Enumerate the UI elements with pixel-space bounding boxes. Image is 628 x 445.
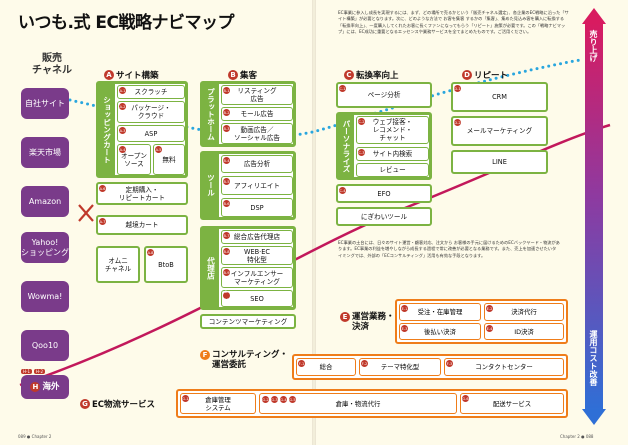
cost-dotted-line: [68, 58, 582, 139]
channel-heading: 販売 チャネル: [32, 53, 72, 76]
footer-left: 089 ● Chapter 2: [18, 434, 52, 439]
item-lively-tool: にぎわいツール: [336, 207, 432, 226]
lead-text: EC事業の土台には、日々のサイト運営・顧客対応、注文から お客様の手元に届けるた…: [338, 240, 560, 258]
overseas-code-2: H-2: [34, 369, 45, 374]
platform-band: プラットホーム: [203, 84, 219, 144]
arrow-down-icon: [582, 409, 606, 425]
axis-bottom-label: 運用コスト改善: [589, 330, 598, 386]
channel-amazon: Amazon: [21, 186, 69, 217]
intro-text: EC事業に参入し成長を実現するには、まず、どの場所で売るかという「販売チャネル選…: [338, 10, 569, 35]
sales-cost-axis-bar: [585, 22, 603, 410]
overseas-code-1: H-1: [21, 369, 32, 374]
item-review: レビュー: [356, 163, 429, 177]
overseas-label: 海外: [42, 382, 60, 392]
cross-mark-icon: [78, 204, 94, 222]
item-omni-channel: オムニ チャネル: [96, 246, 140, 283]
axis-top-label: 売り上げ: [589, 30, 598, 62]
page-title: いつも.式 EC戦略ナビマップ: [18, 13, 234, 33]
overseas-codes: H-1 H-2: [21, 369, 45, 374]
item-line: LINE: [451, 150, 548, 174]
footer-right: Chapter 2 ● 088: [560, 434, 594, 439]
warehouse-codes: G-2 G-3 G-4 G-5: [262, 396, 296, 403]
item-warehouse-logistics: G-2 G-3 G-4 G-5 倉庫・物流代行: [259, 393, 457, 414]
channel-rakuten: 楽天市場: [21, 137, 69, 168]
overseas-badge: H: [30, 382, 41, 392]
tool-band: ツール: [203, 154, 219, 217]
page-gutter: [312, 0, 316, 445]
personalize-band: パーソナライズ: [339, 115, 354, 177]
channel-yahoo: Yahoo! ショッピング: [21, 232, 69, 263]
item-content-marketing: コンテンツマーケティング: [200, 314, 296, 329]
channel-qoo10: Qoo10: [21, 330, 69, 361]
channel-wowma: Wowma!: [21, 281, 69, 312]
arrow-up-icon: [582, 8, 606, 24]
shopping-cart-band: ショッピングカート: [99, 84, 115, 175]
channel-own-site: 自社サイト: [21, 88, 69, 119]
agency-band: 代理店: [203, 229, 219, 307]
